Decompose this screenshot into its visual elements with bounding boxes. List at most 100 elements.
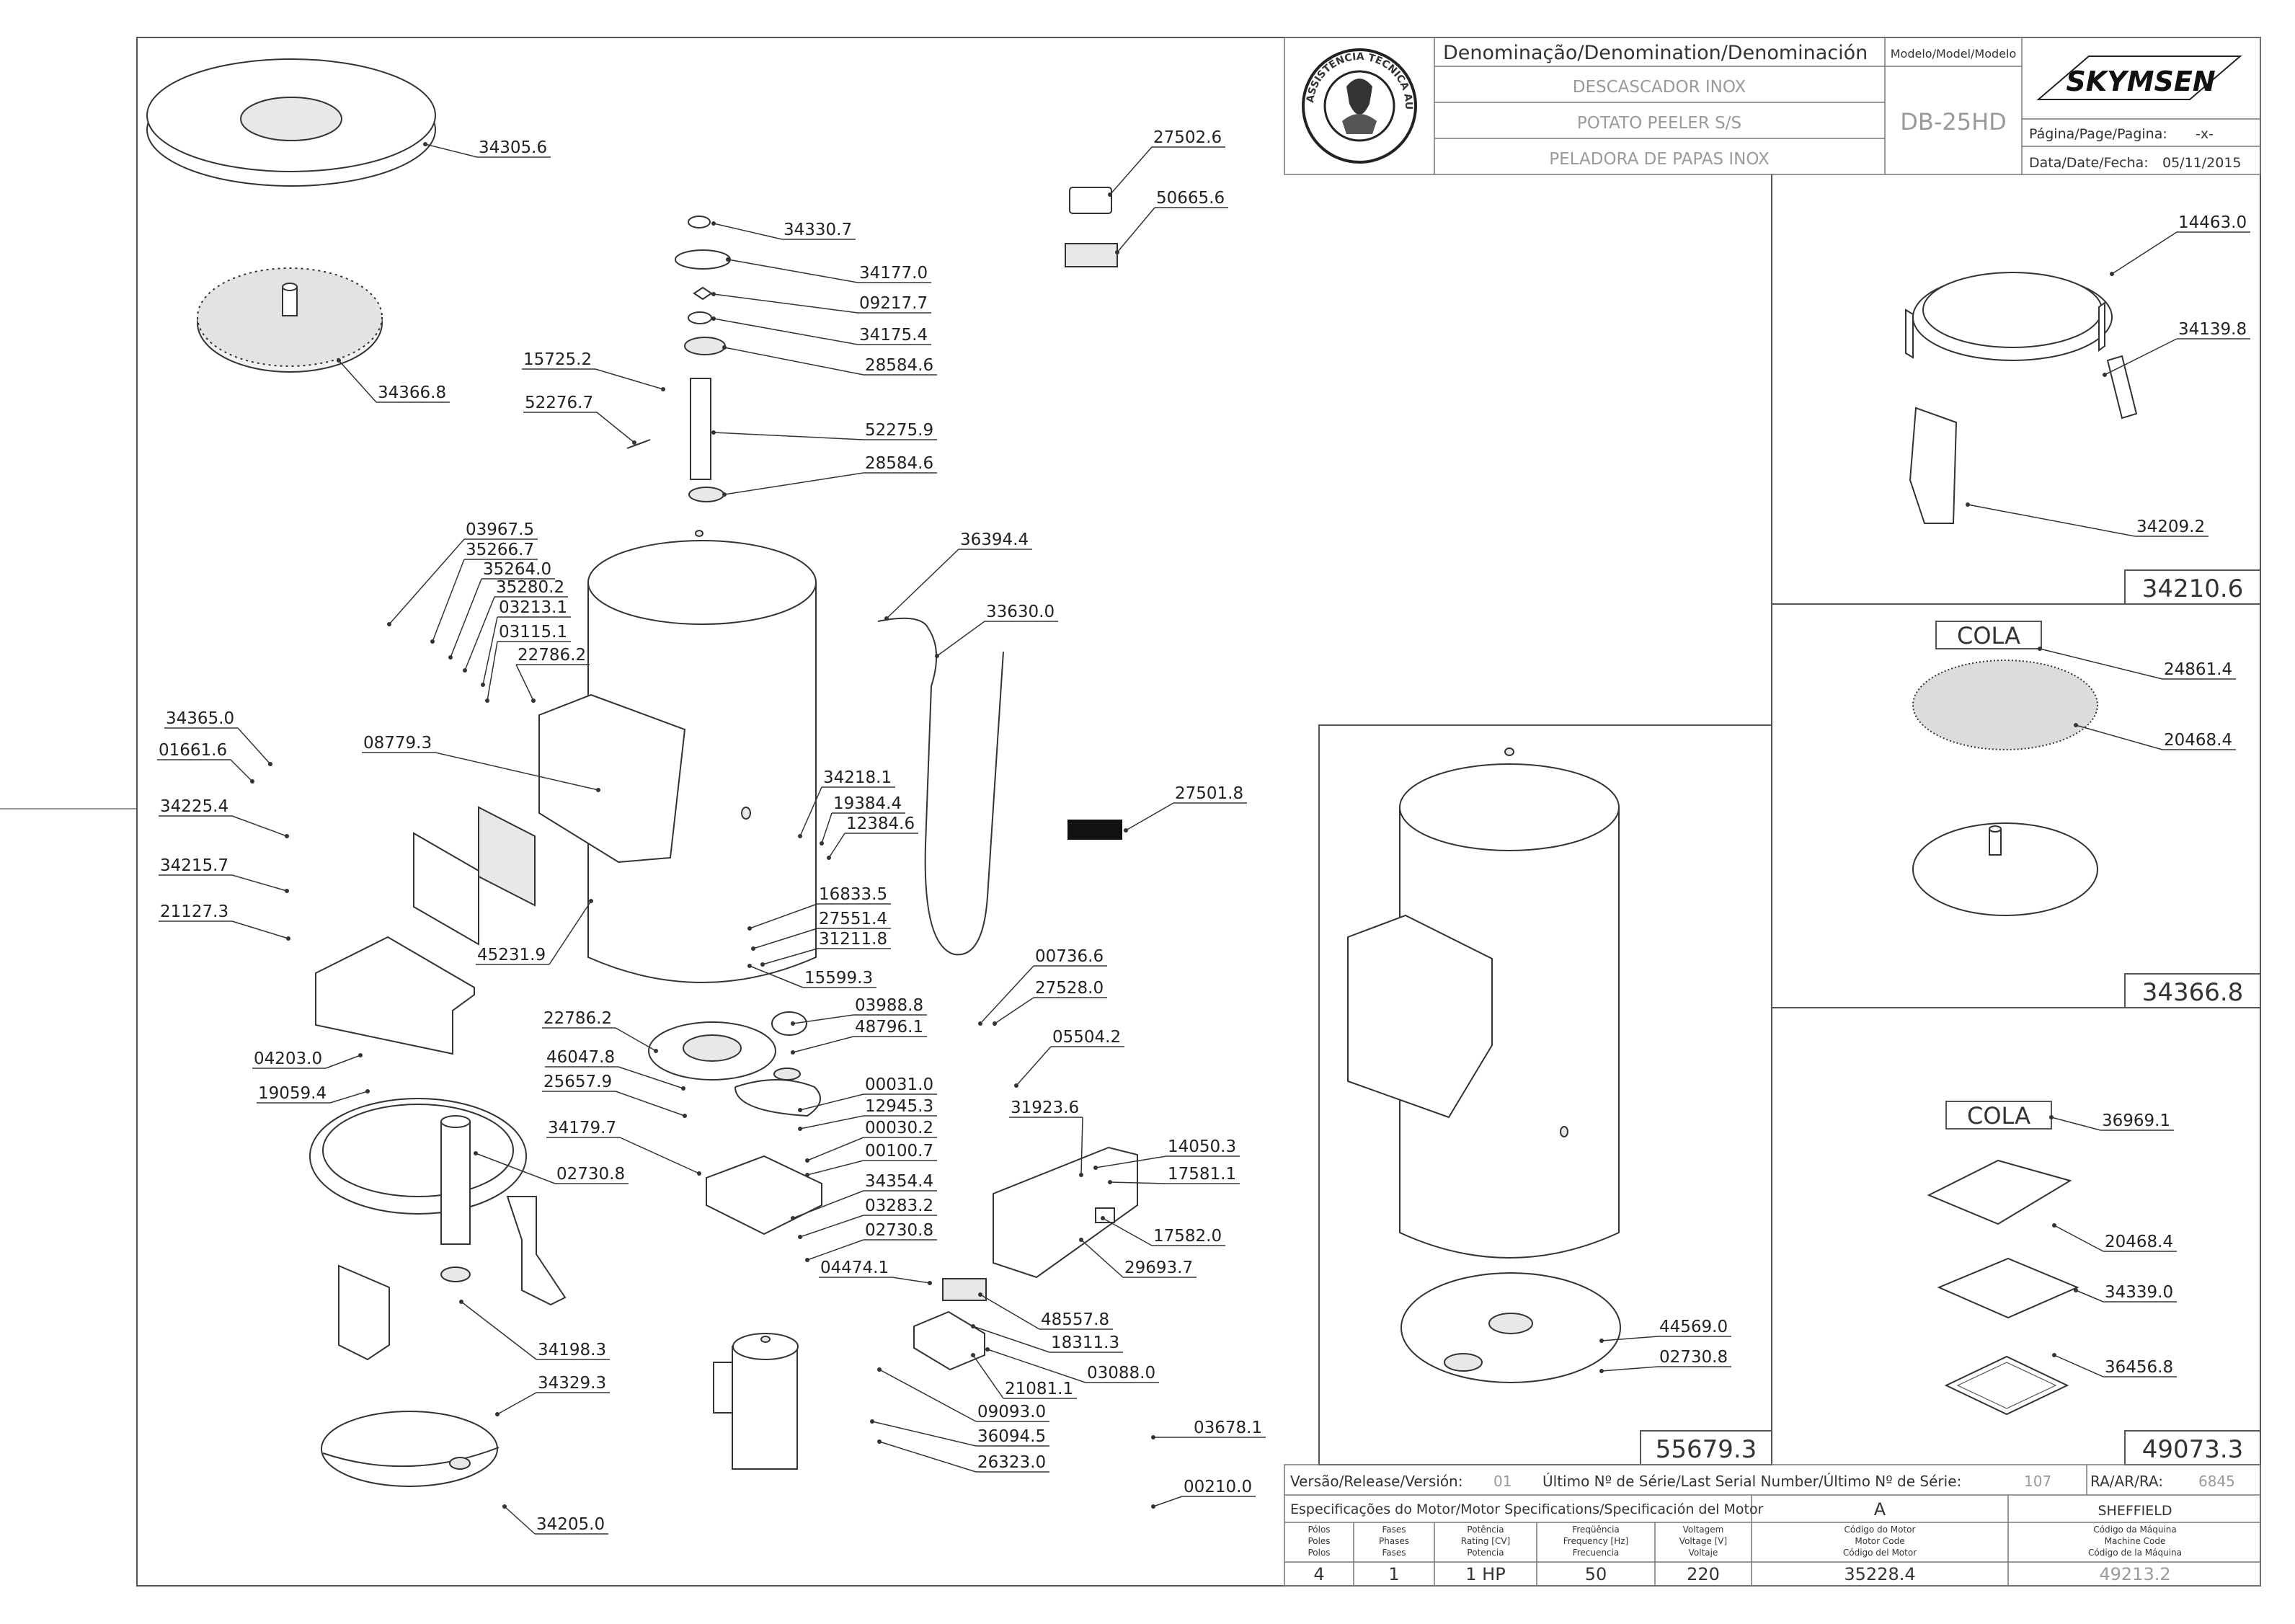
svg-text:Rating [CV]: Rating [CV]	[1461, 1536, 1510, 1546]
part-number-label: 35266.7	[466, 541, 534, 559]
callout-anchor-dot	[791, 1050, 795, 1055]
page-label: Página/Page/Pagina:	[2029, 126, 2167, 142]
callout-leader-line	[749, 903, 818, 929]
part-number-label: 04203.0	[254, 1050, 322, 1068]
part-number-label: 08779.3	[363, 734, 432, 753]
callout-leader-line	[987, 1349, 1086, 1383]
spec-voltage: 220	[1687, 1564, 1720, 1584]
callout-leader-line	[425, 143, 478, 158]
part-number-label: 34175.4	[859, 326, 928, 345]
part-number-label: 24861.4	[2164, 660, 2232, 679]
callout-anchor-dot	[2052, 1223, 2056, 1228]
callout-anchor-dot	[358, 1053, 363, 1057]
callout-anchor-dot	[661, 387, 665, 391]
callout-anchor-dot	[798, 1108, 802, 1112]
part-number-label: 35280.2	[496, 578, 564, 597]
spec-poles: 4	[1313, 1564, 1324, 1584]
spec-power: 1 HP	[1465, 1564, 1505, 1584]
callout-anchor-dot	[1115, 250, 1119, 254]
part-number-label: 27501.8	[1175, 784, 1243, 803]
callout-leader-line	[1109, 146, 1153, 195]
part-number-label: 28584.6	[865, 356, 933, 375]
callout-anchor-dot	[935, 654, 939, 658]
callout-leader-line	[972, 1326, 1050, 1353]
svg-text:Frecuencia: Frecuencia	[1573, 1548, 1620, 1558]
part-number-label: 03213.1	[499, 598, 567, 617]
callout-anchor-dot	[2110, 272, 2114, 276]
part-number-label: 00736.6	[1035, 947, 1104, 966]
callout-leader-line	[713, 318, 858, 345]
callout-leader-line	[237, 727, 271, 765]
callout-anchor-dot	[365, 1089, 370, 1093]
panel-id-pad: 49073.3	[2142, 1435, 2244, 1464]
callout-leader-line	[936, 621, 985, 657]
model-label: Modelo/Model/Modelo	[1891, 47, 2016, 61]
part-number-label: 03967.5	[466, 520, 534, 539]
callout-leader-line	[389, 538, 465, 625]
date-label: Data/Date/Fecha:	[2029, 155, 2149, 171]
part-number-label: 01661.6	[159, 741, 227, 760]
part-number-label: 03115.1	[499, 623, 567, 642]
part-number-label: 45231.9	[477, 946, 546, 964]
callout-leader-line	[1080, 1239, 1124, 1278]
callout-anchor-dot	[760, 962, 765, 967]
callout-leader-line	[713, 223, 783, 240]
callout-leader-line	[2039, 648, 2163, 680]
callout-anchor-dot	[820, 841, 824, 846]
callout-leader-line	[2054, 1354, 2104, 1377]
callout-leader-line	[807, 1160, 864, 1176]
sheffield-plate-part	[1067, 820, 1122, 840]
callout-leader-line	[1016, 1046, 1052, 1086]
part-number-label: 00210.0	[1184, 1478, 1252, 1496]
part-number-label: 27528.0	[1035, 979, 1104, 998]
part-number-label: 31211.8	[819, 930, 887, 949]
callout-leader-line	[231, 874, 288, 892]
callout-leader-line	[828, 833, 845, 858]
callout-anchor-dot	[654, 1049, 658, 1053]
callout-anchor-dot	[870, 1419, 874, 1424]
part-number-label: 52275.9	[865, 421, 933, 440]
callout-anchor-dot	[877, 1367, 882, 1372]
callout-anchor-dot	[798, 834, 802, 838]
callout-leader-line	[799, 786, 822, 837]
callout-leader-line	[2075, 724, 2163, 750]
callout-leader-line	[1967, 504, 2136, 537]
part-number-label: 20468.4	[2164, 731, 2232, 750]
base-ring-part	[309, 1098, 567, 1361]
part-number-label: 34215.7	[160, 856, 228, 875]
callout-anchor-dot	[495, 1412, 500, 1416]
part-number-label: 00031.0	[865, 1075, 933, 1094]
callout-anchor-dot	[2074, 1288, 2078, 1292]
part-number-label: 02730.8	[1659, 1348, 1728, 1367]
model-value: DB-25HD	[1900, 108, 2007, 136]
base-frame-part	[1905, 272, 2138, 524]
callout-anchor-dot	[1599, 1339, 1604, 1343]
callout-anchor-dot	[286, 936, 290, 941]
callout-anchor-dot	[805, 1258, 809, 1262]
callout-anchor-dot	[268, 762, 272, 766]
callout-anchor-dot	[827, 856, 831, 860]
part-number-label: 14050.3	[1168, 1137, 1236, 1156]
disc-panel-graphics	[1912, 660, 2098, 916]
part-number-label: 22786.2	[543, 1009, 612, 1028]
spec-machine-code: 49213.2	[2099, 1564, 2170, 1584]
spec-frequency: 50	[1585, 1564, 1607, 1584]
svg-text:Fases: Fases	[1382, 1525, 1406, 1535]
callout-leader-line	[879, 1441, 977, 1473]
callout-leader-line	[464, 596, 495, 671]
callout-anchor-dot	[1599, 1369, 1604, 1373]
part-number-label: 34329.3	[538, 1374, 606, 1393]
pulley-part	[648, 1011, 821, 1117]
part-number-label: 03988.8	[855, 996, 923, 1015]
callout-anchor-dot	[1108, 192, 1112, 197]
callout-anchor-dot	[463, 668, 467, 673]
callout-leader-line	[2054, 1225, 2104, 1252]
part-number-label: 34365.0	[166, 709, 234, 728]
part-number-label: 34330.7	[784, 221, 852, 239]
part-number-label: 34139.8	[2178, 320, 2247, 339]
callout-anchor-dot	[1101, 1216, 1105, 1220]
part-number-label: 18311.3	[1051, 1334, 1119, 1352]
callout-leader-line	[807, 1239, 864, 1261]
callout-leader-line	[799, 1215, 864, 1238]
svg-text:Código da Máquina: Código da Máquina	[2093, 1525, 2176, 1535]
